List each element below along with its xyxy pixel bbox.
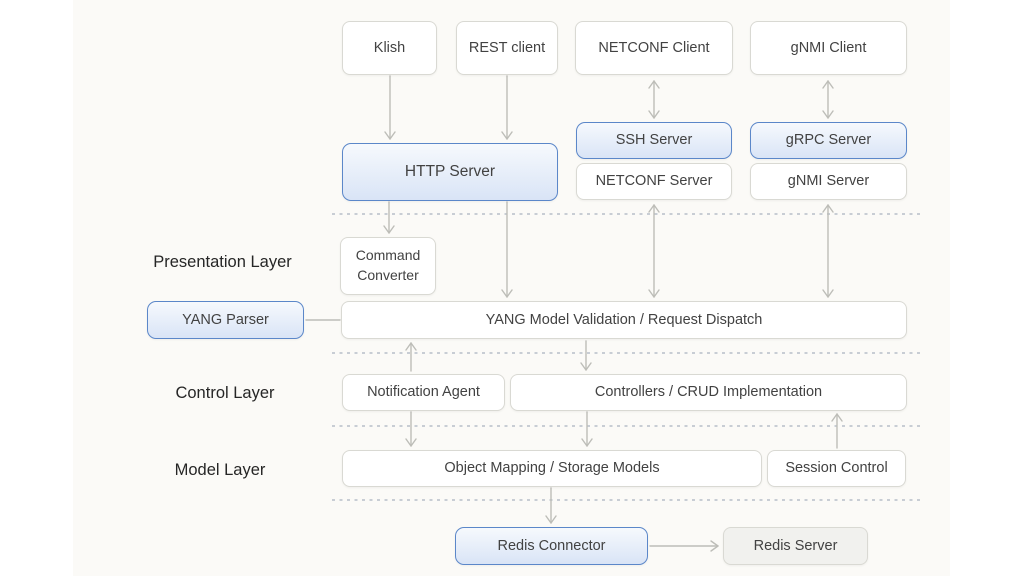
node-notification-agent: Notification Agent <box>342 374 505 411</box>
node-command-converter: Command Converter <box>340 237 436 295</box>
presentation-layer-label: Presentation Layer <box>153 252 292 271</box>
node-ssh-server: SSH Server <box>576 122 732 159</box>
model-layer-label: Model Layer <box>174 460 266 479</box>
node-grpc-server: gRPC Server <box>750 122 907 159</box>
node-redis-server: Redis Server <box>723 527 868 565</box>
node-klish: Klish <box>342 21 437 75</box>
diagram-canvas <box>73 0 950 576</box>
node-http-server: HTTP Server <box>342 143 558 201</box>
node-yang-model-validation: YANG Model Validation / Request Dispatch <box>341 301 907 339</box>
node-netconf-server: NETCONF Server <box>576 163 732 200</box>
node-yang-parser: YANG Parser <box>147 301 304 339</box>
node-netconf-client: NETCONF Client <box>575 21 733 75</box>
control-layer-label: Control Layer <box>175 383 275 402</box>
node-session-control: Session Control <box>767 450 906 487</box>
node-gnmi-client: gNMI Client <box>750 21 907 75</box>
node-controllers-crud: Controllers / CRUD Implementation <box>510 374 907 411</box>
node-object-mapping: Object Mapping / Storage Models <box>342 450 762 487</box>
node-redis-connector: Redis Connector <box>455 527 648 565</box>
node-gnmi-server: gNMI Server <box>750 163 907 200</box>
node-rest-client: REST client <box>456 21 558 75</box>
